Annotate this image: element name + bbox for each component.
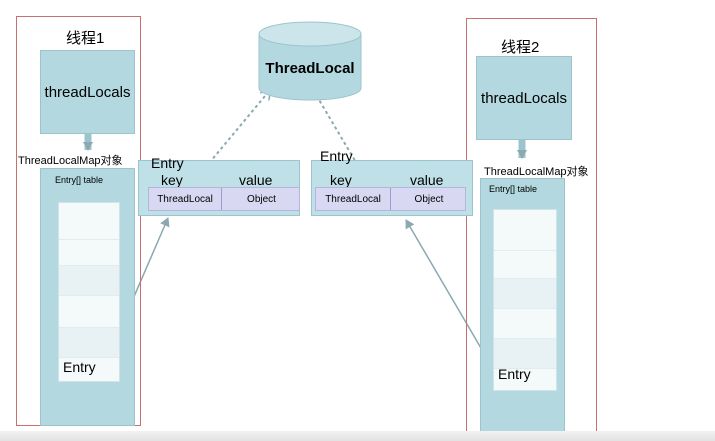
right-entry-value-cell: Object [414, 193, 444, 205]
table-slot [494, 308, 556, 339]
thread2-title: 线程2 [501, 39, 540, 56]
table-slot [494, 368, 556, 393]
thread2-entry-table: Entry[] table Entry [480, 178, 565, 436]
thread1-table-slots [58, 202, 120, 382]
thread1-map-label: ThreadLocalMap对象 [18, 155, 123, 167]
table-slot [494, 250, 556, 279]
right-entry-kv-row: ThreadLocal Object [315, 187, 466, 211]
right-entry-divider [390, 188, 391, 210]
table-slot [494, 338, 556, 369]
thread1-threadlocals-label: threadLocals [44, 83, 131, 101]
left-entry-key-header: key [161, 172, 183, 188]
table-slot [59, 239, 119, 266]
thread2-table-slots [493, 209, 557, 391]
left-entry-value-header: value [239, 172, 273, 188]
table-slot [59, 295, 119, 328]
thread2-map-label: ThreadLocalMap对象 [484, 166, 589, 178]
thread1-threadlocals-box: threadLocals [40, 50, 135, 134]
right-entry-title: Entry [320, 148, 353, 164]
table-slot [59, 265, 119, 296]
left-entry-kv-row: ThreadLocal Object [148, 187, 300, 211]
right-entry-value-header: value [410, 172, 444, 188]
table-slot [59, 357, 119, 384]
thread1-entry-table: Entry[] table Entry [40, 168, 135, 426]
thread2-threadlocals-box: threadLocals [476, 56, 572, 140]
left-entry-divider [221, 188, 222, 210]
thread1-entry-label: Entry [63, 359, 96, 375]
thread2-table-label: Entry[] table [489, 184, 538, 194]
right-entry-key-cell: ThreadLocal [325, 193, 381, 205]
thread1-table-label: Entry[] table [55, 175, 104, 185]
left-entry-key-cell: ThreadLocal [157, 193, 213, 205]
left-entry-title: Entry [151, 155, 184, 171]
table-slot [59, 327, 119, 358]
thread2-entry-label: Entry [498, 366, 531, 382]
right-entry-key-header: key [330, 172, 352, 188]
left-entry-value-cell: Object [247, 193, 276, 205]
bottom-bar [0, 431, 715, 441]
table-slot [494, 278, 556, 309]
thread1-title: 线程1 [66, 30, 105, 47]
thread2-threadlocals-label: threadLocals [481, 89, 567, 107]
threadlocal-label: ThreadLocal [265, 60, 355, 77]
